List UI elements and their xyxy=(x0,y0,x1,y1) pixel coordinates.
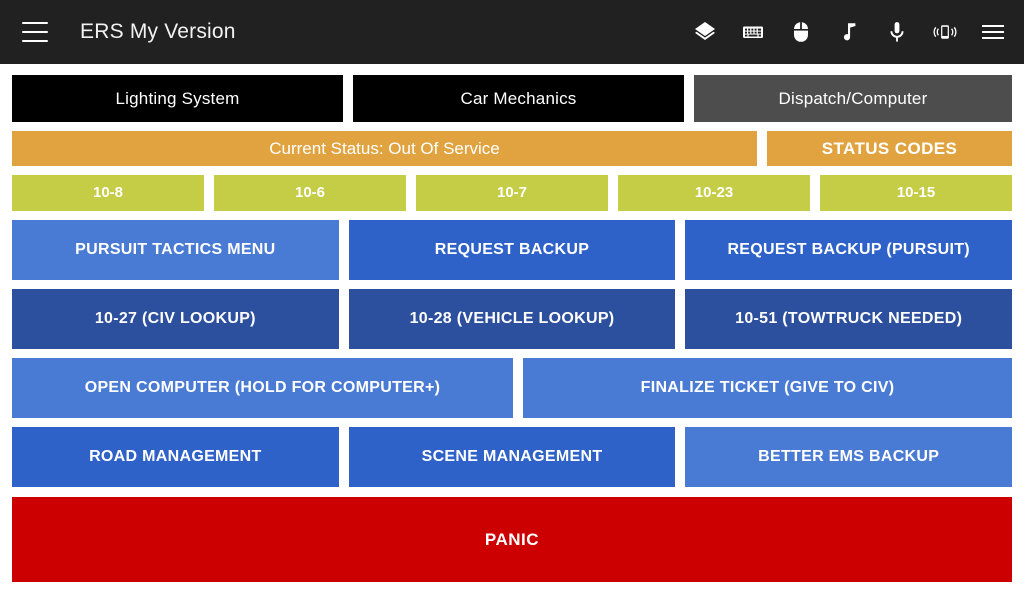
ten-code-button-10-8[interactable]: 10-8 xyxy=(12,175,204,211)
hamburger-menu-icon[interactable] xyxy=(22,22,48,42)
ten-code-button-10-6[interactable]: 10-6 xyxy=(214,175,406,211)
action-row-2: 10-27 (CIV LOOKUP) 10-28 (VEHICLE LOOKUP… xyxy=(12,289,1013,349)
road-management-button[interactable]: ROAD MANAGEMENT xyxy=(12,427,339,487)
keyboard-icon[interactable] xyxy=(740,19,766,45)
hamburger-bar xyxy=(22,22,48,24)
pursuit-tactics-menu-button[interactable]: PURSUIT TACTICS MENU xyxy=(12,220,339,280)
panic-row: PANIC xyxy=(12,497,1012,582)
ten-code-button-10-15[interactable]: 10-15 xyxy=(820,175,1012,211)
action-row-4: ROAD MANAGEMENT SCENE MANAGEMENT BETTER … xyxy=(12,427,1013,487)
ten-27-civ-lookup-button[interactable]: 10-27 (CIV LOOKUP) xyxy=(12,289,339,349)
status-codes-button[interactable]: STATUS CODES xyxy=(767,131,1012,166)
microphone-icon[interactable] xyxy=(884,19,910,45)
current-status-display: Current Status: Out Of Service xyxy=(12,131,757,166)
header-icon-row xyxy=(692,19,1006,45)
open-computer-button[interactable]: OPEN COMPUTER (HOLD FOR COMPUTER+) xyxy=(12,358,513,418)
hamburger-bar xyxy=(22,40,48,42)
hamburger-bar xyxy=(22,31,48,33)
mouse-icon[interactable] xyxy=(788,19,814,45)
tab-dispatch-computer[interactable]: Dispatch/Computer xyxy=(694,75,1012,122)
layers-icon[interactable] xyxy=(692,19,718,45)
ten-code-row: 10-8 10-6 10-7 10-23 10-15 xyxy=(12,175,1012,211)
page-title: ERS My Version xyxy=(80,20,236,43)
request-backup-button[interactable]: REQUEST BACKUP xyxy=(348,220,676,280)
ten-code-button-10-7[interactable]: 10-7 xyxy=(416,175,608,211)
ten-51-towtruck-needed-button[interactable]: 10-51 (TOWTRUCK NEEDED) xyxy=(685,289,1013,349)
finalize-ticket-button[interactable]: FINALIZE TICKET (GIVE TO CIV) xyxy=(523,358,1012,418)
request-backup-pursuit-button[interactable]: REQUEST BACKUP (PURSUIT) xyxy=(685,220,1013,280)
better-ems-backup-button[interactable]: BETTER EMS BACKUP xyxy=(685,427,1013,487)
status-bar: Current Status: Out Of Service STATUS CO… xyxy=(12,131,1012,166)
action-row-3: OPEN COMPUTER (HOLD FOR COMPUTER+) FINAL… xyxy=(12,358,1012,418)
tab-lighting-system[interactable]: Lighting System xyxy=(12,75,343,122)
vibrate-icon[interactable] xyxy=(932,19,958,45)
ten-28-vehicle-lookup-button[interactable]: 10-28 (VEHICLE LOOKUP) xyxy=(348,289,676,349)
tab-bar: Lighting System Car Mechanics Dispatch/C… xyxy=(12,75,1012,122)
action-row-1: PURSUIT TACTICS MENU REQUEST BACKUP REQU… xyxy=(12,220,1013,280)
scene-management-button[interactable]: SCENE MANAGEMENT xyxy=(348,427,676,487)
music-note-icon[interactable] xyxy=(836,19,862,45)
panic-button[interactable]: PANIC xyxy=(12,497,1012,582)
tab-car-mechanics[interactable]: Car Mechanics xyxy=(353,75,684,122)
app-header: ERS My Version xyxy=(0,0,1024,64)
main-content: Lighting System Car Mechanics Dispatch/C… xyxy=(0,75,1024,582)
ten-code-button-10-23[interactable]: 10-23 xyxy=(618,175,810,211)
overflow-menu-icon[interactable] xyxy=(980,19,1006,45)
